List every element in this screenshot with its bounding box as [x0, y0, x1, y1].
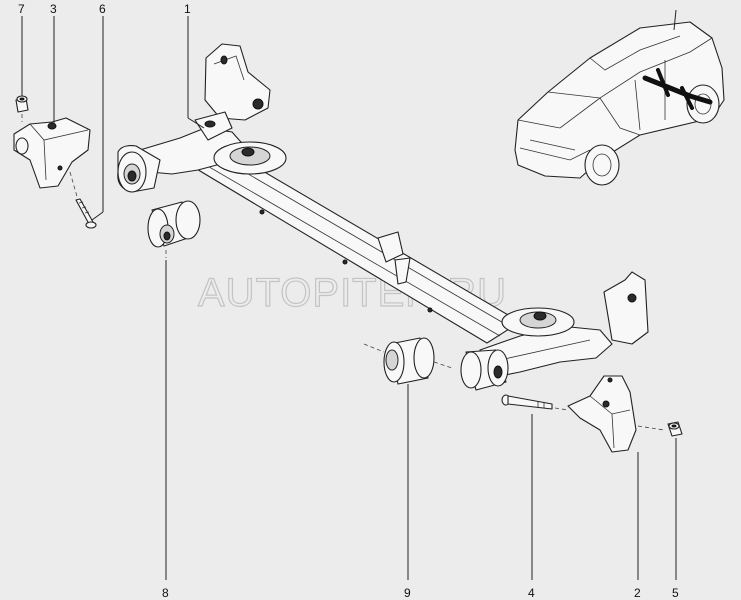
- leader-lines: [21, 16, 677, 580]
- part-8-bushing: [147, 200, 201, 258]
- right-arm-bushing: [460, 349, 509, 391]
- callout-3: 3: [50, 2, 57, 16]
- part-3-bracket: [13, 117, 91, 189]
- car-illustration: [514, 9, 725, 186]
- callout-1: 1: [184, 2, 191, 16]
- callout-8: 8: [162, 586, 169, 600]
- callout-5: 5: [672, 586, 679, 600]
- part-5-nut: [667, 421, 683, 437]
- callout-6: 6: [99, 2, 106, 16]
- part-9-bushing: [363, 337, 453, 385]
- callout-2: 2: [634, 586, 641, 600]
- part-7-nut: [15, 95, 29, 122]
- left-arm-bushing: [117, 145, 161, 193]
- callout-7: 7: [18, 2, 25, 16]
- callout-9: 9: [404, 586, 411, 600]
- part-4-bolt: [501, 394, 569, 411]
- callout-4: 4: [528, 586, 535, 600]
- part-2-bracket: [567, 375, 665, 453]
- part-6-bolt: [69, 171, 97, 229]
- rear-axle-beam: [139, 43, 649, 379]
- callout-labels: 1 2 3 4 5 6 7 8 9: [18, 2, 679, 600]
